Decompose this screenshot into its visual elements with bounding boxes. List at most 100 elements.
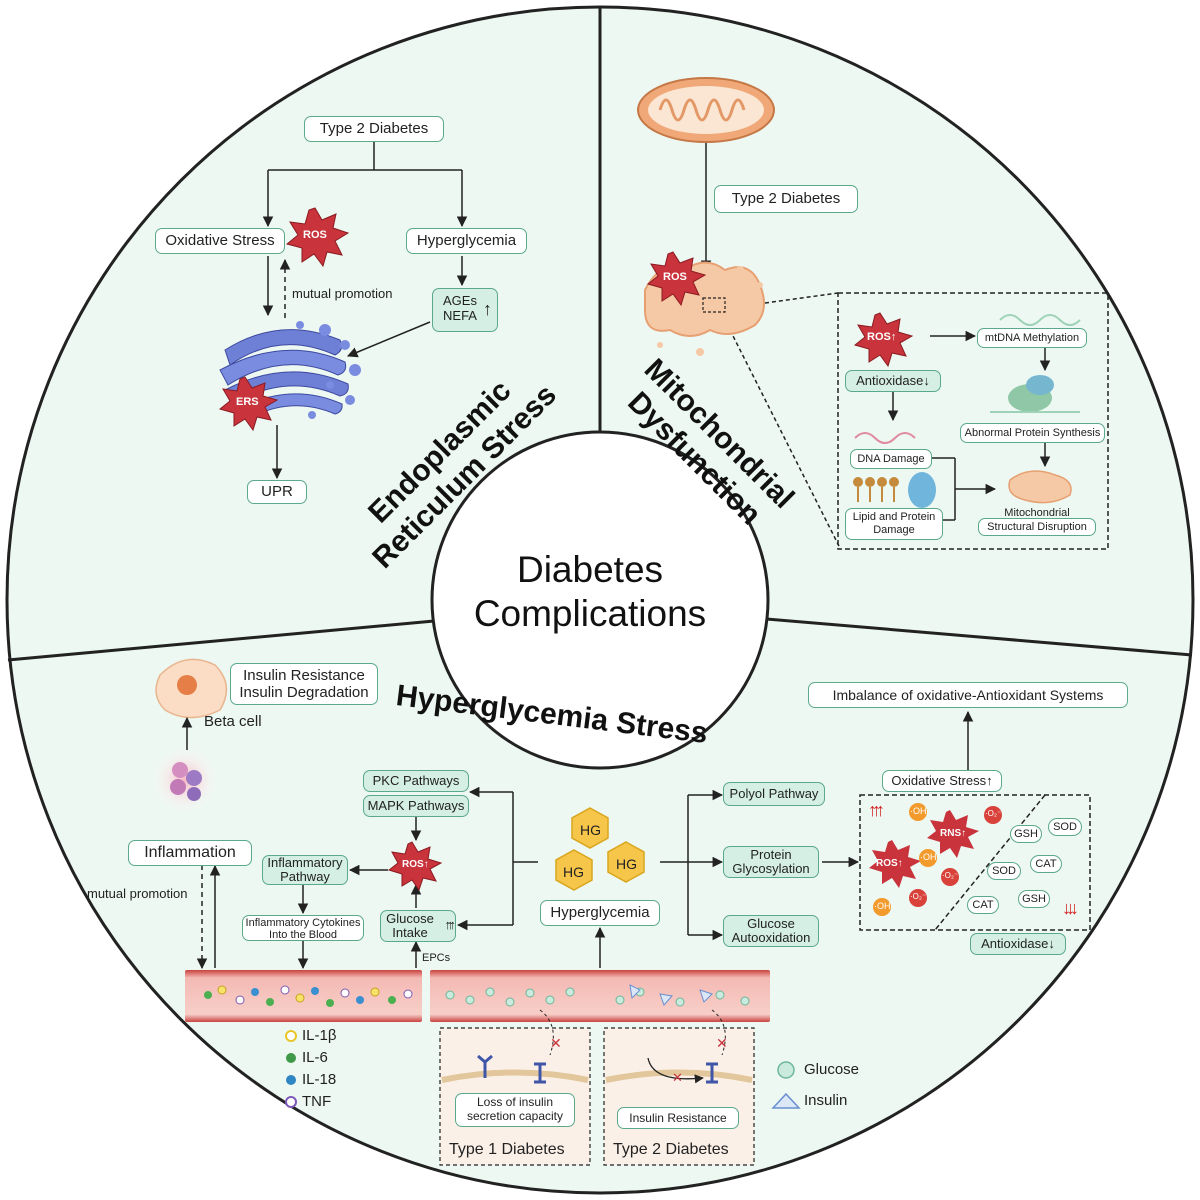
o2-label-3: ·O₂⁻ [910,892,927,901]
mito-mtdna-box: mtDNA Methylation [977,328,1087,348]
cat-oval-1: CAT [1030,855,1062,873]
gsh-oval-1: GSH [1010,825,1042,843]
insulin-resistance-small-label: Insulin Resistance [629,1111,727,1125]
oh-label-2: ·OH [920,852,937,862]
mito-structural-line2: Structural Disruption [987,521,1087,533]
gsh-label-2: GSH [1022,893,1046,905]
ribosome-icon [990,375,1080,413]
oxidative-stress-label: Oxidative Stress↑ [891,773,993,788]
legend-insulin-label: Insulin [804,1092,848,1109]
hyper-antioxidase-box: Antioxidase↓ [970,933,1066,955]
mito-lipid-protein-line2: Damage [873,523,915,536]
inflammatory-pathway-line1: Inflammatory [267,855,343,870]
cytokine-dots [204,985,413,1007]
sod-label-2: SOD [992,865,1016,877]
er-upr-box: UPR [247,480,307,504]
dna-damage-icon [854,432,916,444]
cytokines-box: Inflammatory Cytokines Into the Blood [242,915,364,941]
cat-oval-2: CAT [967,896,999,914]
mito-mtdna-label: mtDNA Methylation [984,332,1080,344]
glucose-auto-box: Glucose Autooxidation [723,915,819,947]
er-flow-lines [262,140,468,480]
mito-structural-line1: Mitochondrial [1004,507,1070,519]
inflammation-box: Inflammation [128,840,252,866]
legend-il18-label: IL-18 [302,1071,337,1088]
er-ros-label: ROS [303,229,327,241]
dna-helix-icon [999,314,1081,326]
legend-il6-label: IL-6 [302,1049,328,1066]
legend-tnf-icon [285,1096,297,1108]
sod-oval-1: SOD [1048,818,1082,836]
glucose-auto-line2: Autooxidation [731,930,811,945]
imbalance-label: Imbalance of oxidative-Antioxidant Syste… [832,687,1104,703]
protein-glyco-line2: Glycosylation [732,861,810,876]
center-title-line2: Complications [473,593,707,635]
mito-ros-burst-icon [646,251,707,307]
er-hyperglycemia-box: Hyperglycemia [406,228,527,254]
type2-x2-icon: ✕ [672,1070,683,1085]
mapk-label: MAPK Pathways [367,798,465,813]
type2-membrane [605,1069,753,1083]
er-hyperglycemia-label: Hyperglycemia [416,232,517,249]
center-circle [430,430,770,770]
er-upr-label: UPR [261,483,293,500]
er-ages-label: AGEs [443,293,477,308]
oh-label-1: ·OH [910,806,927,816]
er-ers-burst-icon [218,376,279,432]
type1-membrane [441,1069,589,1083]
type2-label: Type 2 Diabetes [613,1141,729,1158]
er-ros-burst-icon [285,207,350,268]
mito-abnormal-protein-label: Abnormal Protein Synthesis [964,427,1101,439]
oxidative-up-arrows: ↑↑↑ [868,800,885,820]
oxidative-radicals [869,803,1002,916]
loss-insulin-line2: secretion capacity [466,1108,564,1123]
legend-insulin-icon [771,1092,801,1109]
mito-t2d-label: Type 2 Diabetes [731,190,841,207]
o2-label-1: ·O₂⁻ [985,809,1002,818]
type2-box [603,1027,755,1166]
er-ages-up-arrow: ↑ [483,299,492,319]
type1-dashed-arrow [539,1009,554,1056]
hyper-ros-burst-icon [387,841,443,892]
mito-flow-lines [700,140,1051,549]
type2-receptor-icon [706,1062,718,1084]
er-nefa-label: NEFA [443,307,477,323]
hg-hexagons [555,807,645,891]
insulin-resistance-box: Insulin Resistance Insulin Degradation [230,663,378,705]
insulin-resistance-label: Insulin Resistance [243,667,365,684]
center-title-line1: Diabetes [516,549,664,590]
inflammatory-pathway-box: Inflammatory Pathway [262,855,348,885]
mito-antioxidase-label: Antioxidase↓ [856,373,930,388]
oxidative-down-arrows: ↓↓↓ [1062,898,1079,918]
small-damaged-mito-icon [1008,470,1072,504]
center-title: Diabetes Complications [440,548,740,637]
insulin-degradation-label: Insulin Degradation [239,684,369,702]
mito-ros-label: ROS [663,271,687,283]
cytokines-line1: Inflammatory Cytokines [245,917,361,929]
glucose-intake-line2: Intake [392,925,428,940]
mito-lipid-protein-line1: Lipid and Protein [852,511,936,523]
sod-oval-2: SOD [987,862,1021,880]
legend-glucose-icon [777,1061,795,1079]
polyol-box: Polyol Pathway [723,782,825,806]
protein-glyco-box: Protein Glycosylation [723,846,819,878]
glucose-intake-line1: Glucose [386,911,434,926]
protein-icon [908,472,936,508]
mito-dna-damage-label: DNA Damage [857,453,925,465]
er-oxidative-stress-box: Oxidative Stress [155,228,285,254]
legend-tnf-label: TNF [302,1093,332,1110]
immune-cells-icon [170,762,202,801]
er-t2d-label: Type 2 Diabetes [319,120,429,137]
divider-right [754,616,1193,657]
imbalance-box: Imbalance of oxidative-Antioxidant Syste… [808,682,1128,708]
type2-insulin-arrow [647,1057,704,1084]
mito-inset-box [837,292,1109,550]
polyol-label: Polyol Pathway [729,786,819,801]
er-ages-nefa-box: AGEs NEFA ↑ [432,288,498,332]
immune-cells-glow [150,745,220,815]
er-t2d-box: Type 2 Diabetes [304,116,444,142]
glucose-dots [445,987,750,1007]
type1-label: Type 1 Diabetes [449,1141,565,1158]
o2-label-2: ·O₂⁻ [942,871,959,880]
mito-t2d-box: Type 2 Diabetes [714,185,858,213]
